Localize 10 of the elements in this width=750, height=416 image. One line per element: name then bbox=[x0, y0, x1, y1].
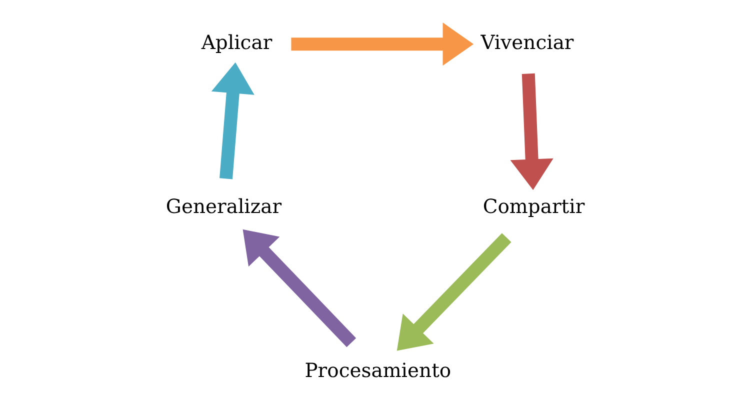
arrow bbox=[510, 73, 553, 190]
arrow bbox=[242, 229, 356, 348]
arrow bbox=[290, 22, 474, 66]
node-text: Aplicar bbox=[200, 31, 272, 54]
node-text: Generalizar bbox=[165, 195, 282, 218]
arrow bbox=[210, 62, 254, 180]
node-text: Vivenciar bbox=[480, 31, 574, 54]
arrow bbox=[396, 233, 511, 351]
node-text: Compartir bbox=[482, 195, 584, 218]
node-text: Procesamiento bbox=[304, 358, 451, 382]
